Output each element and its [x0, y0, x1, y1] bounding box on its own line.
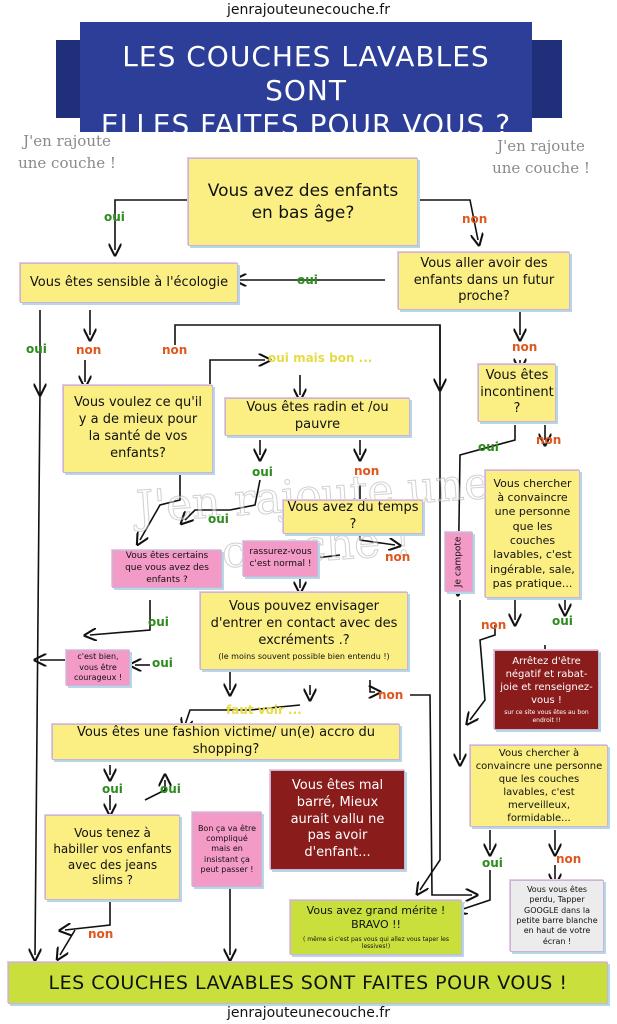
- label-non: non: [556, 852, 582, 866]
- node-incontinent: Vous êtes incontinent ?: [478, 364, 556, 422]
- label-non: non: [76, 343, 102, 357]
- label-oui-mais-bon: oui mais bon ...: [268, 351, 373, 365]
- label-oui: oui: [482, 856, 503, 870]
- label-oui: oui: [104, 210, 125, 224]
- label-oui: oui: [208, 512, 229, 526]
- label-non: non: [536, 433, 562, 447]
- node-bon: Bon ça va être compliqué mais en insista…: [192, 812, 262, 887]
- label-non: non: [512, 340, 538, 354]
- stamp-right-line-2: une couche !: [492, 159, 590, 177]
- node-radin: Vous êtes radin et /ou pauvre: [225, 398, 410, 436]
- node-campote: Je campote: [445, 532, 473, 592]
- node-merite-text: Vous avez grand mérite ! BRAVO !!: [306, 903, 446, 932]
- label-non: non: [162, 343, 188, 357]
- conclusion-banner: LES COUCHES LAVABLES SONT FAITES POUR VO…: [8, 962, 608, 1004]
- node-temps: Vous avez du temps ?: [283, 500, 423, 534]
- node-perdu: Vous vous êtes perdu, Tapper GOOGLE dans…: [510, 880, 604, 952]
- node-barre: Vous êtes mal barré, Mieux aurait vallu …: [270, 770, 405, 870]
- label-oui: oui: [552, 614, 573, 628]
- label-oui: oui: [152, 656, 173, 670]
- label-non: non: [354, 464, 380, 478]
- node-ecologie: Vous êtes sensible à l'écologie: [20, 263, 238, 303]
- node-futur: Vous aller avoir des enfants dans un fut…: [398, 252, 570, 310]
- title-banner: LES COUCHES LAVABLES SONT ELLES FAITES P…: [80, 22, 532, 141]
- label-non: non: [378, 688, 404, 702]
- label-oui: oui: [26, 342, 47, 356]
- node-mieux: Vous voulez ce qu'il y a de mieux pour l…: [63, 385, 213, 473]
- stamp-left-line-1: J'en rajoute: [23, 132, 111, 150]
- node-arretez-note: sur ce site vous êtes au bon endroit !!: [504, 709, 589, 724]
- node-fashion: Vous êtes une fashion victime/ un(e) acc…: [52, 724, 400, 760]
- label-oui: oui: [160, 782, 181, 796]
- node-jeans: Vous tenez à habiller vos enfants avec d…: [45, 815, 180, 900]
- node-merite: Vous avez grand mérite ! BRAVO !! ( même…: [290, 900, 462, 955]
- stamp-left-line-2: une couche !: [18, 154, 116, 172]
- label-oui: oui: [478, 440, 499, 454]
- node-chercher-merveilleux: Vous chercher à convaincre une personne …: [470, 745, 608, 827]
- node-contact-text: Vous pouvez envisager d'entrer en contac…: [210, 599, 398, 649]
- label-non: non: [88, 927, 114, 941]
- node-enfants: Vous avez des enfants en bas âge?: [188, 158, 418, 246]
- node-contact-note: (le moins souvent possible bien entendu …: [218, 652, 390, 662]
- stamp-left: J'en rajoute une couche !: [12, 130, 122, 174]
- title-line-1: LES COUCHES LAVABLES SONT: [122, 40, 490, 107]
- label-non: non: [385, 550, 411, 564]
- node-campote-label: Je campote: [453, 536, 464, 588]
- stamp-right-line-1: J'en rajoute: [497, 137, 585, 155]
- node-certains: Vous êtes certains que vous avez des enf…: [112, 550, 222, 588]
- node-rassurez: rassurez-vous c'est normal !: [243, 541, 318, 577]
- node-courageux: c'est bien, vous être courageux !: [66, 650, 130, 686]
- label-non: non: [481, 618, 507, 632]
- stamp-right: J'en rajoute une couche !: [486, 135, 596, 179]
- label-faut-voir: faut voir ...: [226, 703, 302, 717]
- label-oui: oui: [148, 615, 169, 629]
- label-oui: oui: [252, 465, 273, 479]
- site-url-bottom: jenrajouteunecouche.fr: [227, 1005, 390, 1021]
- title-line-2: ELLES FAITES POUR VOUS ?: [100, 108, 512, 141]
- label-oui: oui: [297, 273, 318, 287]
- node-chercher-ingerable: Vous chercher à convaincre une personne …: [485, 470, 580, 598]
- site-url-top: jenrajouteunecouche.fr: [227, 2, 390, 18]
- node-contact: Vous pouvez envisager d'entrer en contac…: [200, 592, 408, 670]
- node-merite-note: ( même si c'est pas vous qui allez vous …: [303, 935, 449, 951]
- label-oui: oui: [102, 782, 123, 796]
- label-non: non: [462, 212, 488, 226]
- node-arretez-text: Arrêtez d'être négatif et rabat-joie et …: [500, 656, 593, 707]
- node-arretez: Arrêtez d'être négatif et rabat-joie et …: [494, 650, 599, 730]
